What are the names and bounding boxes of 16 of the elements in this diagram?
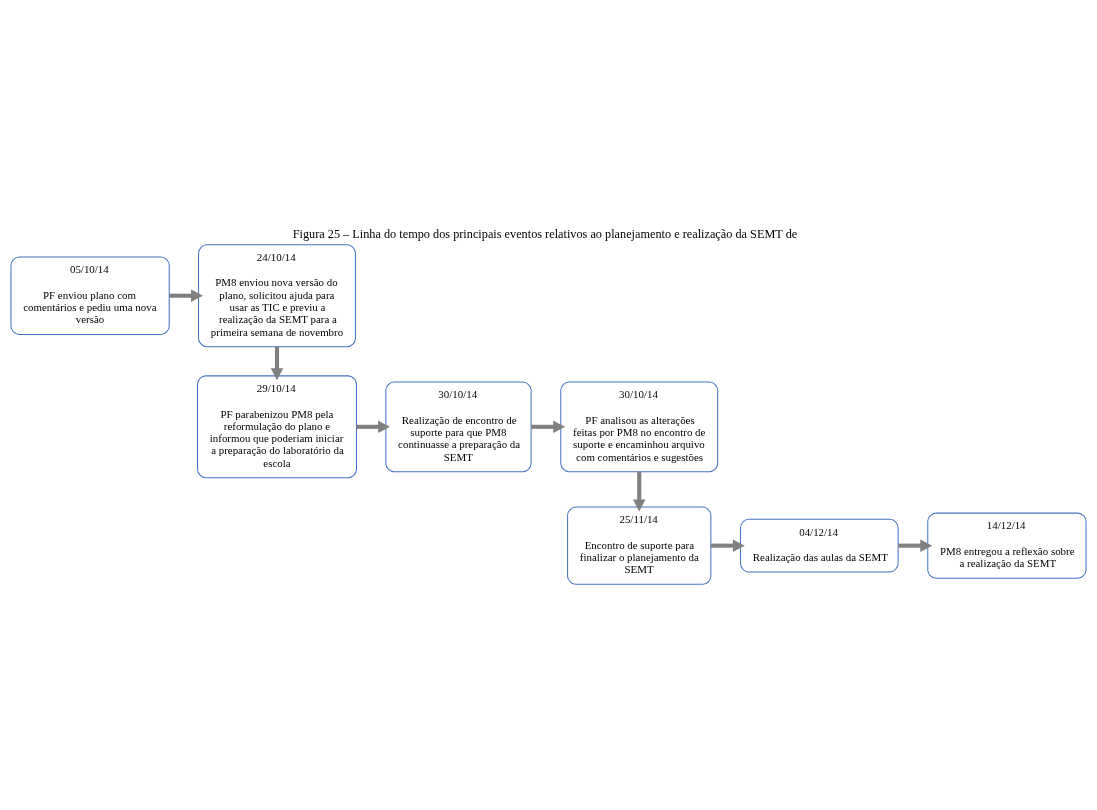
node-box: 24/10/14 PM8 enviou nova versão do plano, solicitou ajuda para usar as TIC e previu a realização da SEMT para a primeira semana de novembro	[198, 244, 356, 348]
arrow	[531, 420, 566, 434]
node-box: 04/12/14 Realização das aulas da SEMT	[740, 518, 899, 573]
node-box: 25/11/14 Encontro de suporte para finalizar o planejamento da SEMT	[567, 506, 712, 585]
node-box: 30/10/14 PF analisou as alterações feitas por PM8 no encontro de suporte e encaminhou arquivo com comentários e sugestões	[560, 381, 719, 473]
node-box: 14/12/14 PM8 entregou a reflexão sobre a realização da SEMT	[927, 512, 1087, 579]
node-box: 29/10/14 PF parabenizou PM8 pela reformulação do plano e informou que poderiam iniciar a preparação do laboratório da escola	[197, 375, 357, 479]
node-box: 30/10/14 Realização de encontro de suporte para que PM8 continuasse a preparação da SEMT	[385, 381, 532, 473]
arrow	[632, 471, 646, 512]
arrow	[356, 420, 391, 434]
node-box: 05/10/14 PF enviou plano com comentários e pediu uma nova versão	[10, 256, 170, 335]
arrow	[270, 346, 284, 381]
arrow	[169, 289, 203, 302]
arrow	[898, 539, 933, 552]
arrow	[711, 539, 745, 552]
diagram-title: Figura 25 – Linha do tempo dos principais eventos relativos ao planejamento e realização da SEMT de	[292, 227, 798, 242]
